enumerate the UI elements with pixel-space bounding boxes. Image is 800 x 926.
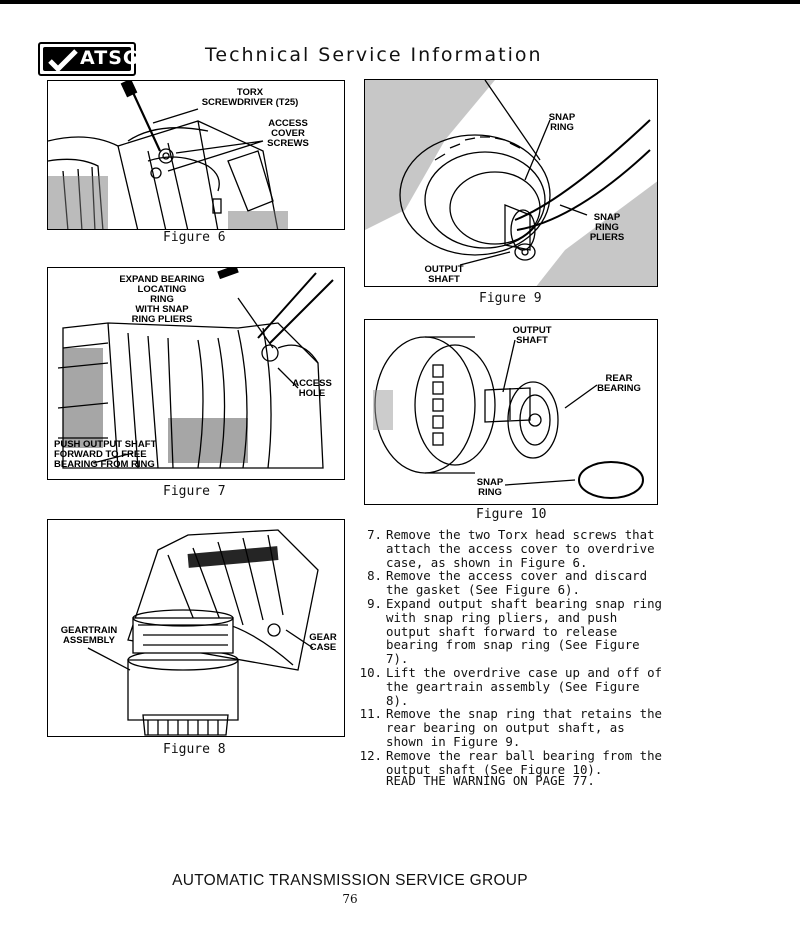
figure-7: EXPAND BEARING LOCATING RING WITH SNAP R… bbox=[47, 267, 345, 480]
logo-text: ATSG bbox=[80, 47, 140, 69]
page-title: Technical Service Information bbox=[205, 44, 543, 66]
label-geartrain-assembly: GEARTRAIN ASSEMBLY bbox=[60, 625, 118, 646]
figure-9: SNAP RING SNAP RING PLIERS OUTPUT SHAFT bbox=[364, 79, 658, 287]
figure-10: OUTPUT SHAFT REAR BEARING SNAP RING bbox=[364, 319, 658, 505]
footer-organization: AUTOMATIC TRANSMISSION SERVICE GROUP bbox=[172, 872, 528, 889]
figure-10-illustration bbox=[373, 336, 644, 499]
figure-8-caption: Figure 8 bbox=[163, 742, 226, 757]
figure-6: TORX SCREWDRIVER (T25) ACCESS COVER SCRE… bbox=[47, 80, 345, 230]
step-item: 10.Lift the overdrive case up and off of… bbox=[359, 664, 663, 708]
label-access-cover-screws: ACCESS COVER SCREWS bbox=[267, 118, 309, 149]
step-item: 9.Expand output shaft bearing snap ring … bbox=[367, 595, 663, 667]
figure-8-illustration bbox=[87, 529, 319, 736]
label-snap-ring-pliers: SNAP RING PLIERS bbox=[589, 212, 625, 243]
checkmark-icon bbox=[48, 49, 78, 71]
label-torx-screwdriver: TORX SCREWDRIVER (T25) bbox=[201, 87, 299, 108]
figure-10-caption: Figure 10 bbox=[476, 507, 547, 522]
instruction-list: 7.Remove the two Torx head screws that a… bbox=[352, 528, 662, 776]
label-access-hole: ACCESS HOLE bbox=[292, 378, 332, 399]
atsg-logo: ATSG bbox=[38, 42, 140, 76]
label-snap-ring: SNAP RING bbox=[548, 112, 576, 133]
label-push-output-shaft: PUSH OUTPUT SHAFT FORWARD TO FREE BEARIN… bbox=[54, 439, 157, 470]
step-item: 8.Remove the access cover and discard th… bbox=[367, 568, 648, 598]
figure-9-illustration bbox=[365, 80, 657, 286]
step-item: 11.Remove the snap ring that retains the… bbox=[359, 706, 663, 749]
label-snap-ring-10: SNAP RING bbox=[476, 477, 504, 498]
figure-8: GEARTRAIN ASSEMBLY GEAR CASE bbox=[47, 519, 345, 737]
label-gear-case: GEAR CASE bbox=[309, 632, 337, 653]
label-expand-bearing: EXPAND BEARING LOCATING RING WITH SNAP R… bbox=[119, 274, 205, 325]
step-item: 7.Remove the two Torx head screws that a… bbox=[367, 527, 655, 570]
label-output-shaft-10: OUTPUT SHAFT bbox=[512, 325, 552, 346]
top-rule bbox=[0, 0, 800, 4]
step-item: 12.Remove the rear ball bearing from the… bbox=[359, 747, 663, 777]
warning-note: READ THE WARNING ON PAGE 77. bbox=[386, 773, 595, 788]
page-number: 76 bbox=[342, 892, 358, 906]
figure-7-illustration bbox=[57, 268, 334, 469]
figure-7-caption: Figure 7 bbox=[163, 484, 226, 499]
figure-6-illustration bbox=[48, 81, 288, 229]
label-output-shaft: OUTPUT SHAFT bbox=[424, 264, 464, 285]
figure-9-caption: Figure 9 bbox=[479, 291, 542, 306]
figure-6-caption: Figure 6 bbox=[163, 230, 226, 245]
label-rear-bearing: REAR BEARING bbox=[597, 373, 641, 394]
